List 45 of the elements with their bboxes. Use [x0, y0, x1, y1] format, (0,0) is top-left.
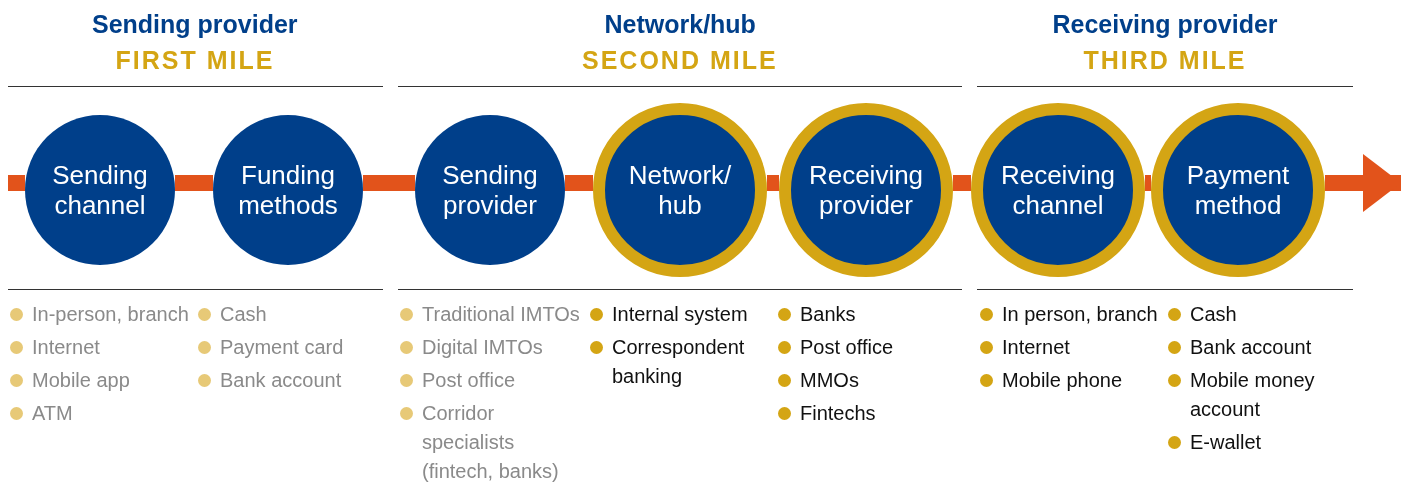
- list-item: Fintechs: [800, 401, 876, 426]
- mile-heading: SECOND MILE: [582, 46, 778, 75]
- list-item: ATM: [32, 401, 73, 426]
- stage-label: Receiving channel: [999, 160, 1117, 220]
- connector-line: [363, 175, 415, 191]
- section-heading: Network/hub: [604, 10, 756, 39]
- stage-label: Receiving provider: [807, 160, 925, 220]
- section-heading: Sending provider: [92, 10, 298, 39]
- connector-line: [767, 175, 779, 191]
- mile-heading: THIRD MILE: [1083, 46, 1247, 75]
- list-item: Post office: [422, 368, 516, 393]
- arrow: [1325, 154, 1401, 212]
- connector-line: [953, 175, 971, 191]
- list-item: Traditional IMTOs: [422, 302, 580, 327]
- stage-label: Sending provider: [441, 160, 539, 220]
- list-item: Internet: [32, 335, 100, 360]
- list-item: Internal system: [612, 302, 748, 327]
- list-item: Digital IMTOs: [422, 335, 543, 360]
- list-item: In person, branch: [1002, 302, 1158, 327]
- list-item: Cash: [1190, 302, 1237, 327]
- list-item: Correspondent banking: [612, 335, 746, 389]
- mile-heading: FIRST MILE: [115, 46, 275, 75]
- connector-line: [8, 175, 25, 191]
- list-item: Post office: [800, 335, 894, 360]
- stage-label: Payment method: [1185, 160, 1291, 220]
- list-item: Payment card: [220, 335, 344, 360]
- list-item: E-wallet: [1190, 430, 1262, 455]
- list-item: Banks: [800, 302, 856, 327]
- list-item: Internet: [1002, 335, 1070, 360]
- connector-line: [565, 175, 593, 191]
- section-heading: Receiving provider: [1052, 10, 1278, 39]
- stage-label: Funding methods: [237, 160, 339, 220]
- list-item: Mobile app: [32, 368, 130, 393]
- list-item: Bank account: [220, 368, 342, 393]
- connector-line: [1145, 175, 1151, 191]
- list-item: Mobile phone: [1002, 368, 1123, 393]
- stage-label: Sending channel: [51, 160, 149, 220]
- list-item: Cash: [220, 302, 267, 327]
- connector-line: [175, 175, 213, 191]
- list-item: MMOs: [800, 368, 859, 393]
- list-item: Corridor specialists (fintech, banks): [422, 401, 560, 484]
- list-item: Bank account: [1190, 335, 1312, 360]
- list-item: Mobile money account: [1190, 368, 1316, 422]
- stage-label: Network/ hub: [627, 160, 733, 220]
- list-item: In-person, branch: [32, 302, 189, 327]
